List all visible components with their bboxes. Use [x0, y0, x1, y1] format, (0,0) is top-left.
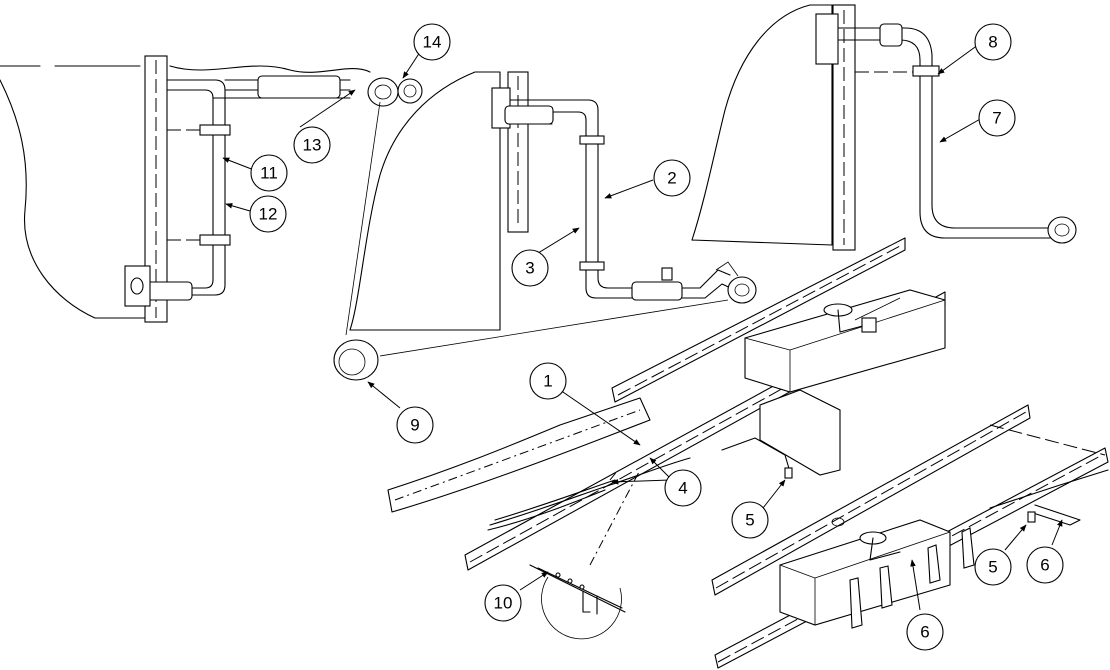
- center-view-outline: [350, 72, 500, 330]
- callout-5-lower: 5: [975, 549, 1011, 585]
- svg-text:8: 8: [988, 33, 997, 52]
- callout-11: 11: [251, 155, 287, 191]
- svg-text:5: 5: [988, 558, 997, 577]
- callout-3: 3: [512, 250, 548, 286]
- pipe-11: [167, 80, 225, 295]
- pipe-12: [167, 90, 213, 288]
- seal-14: [398, 79, 422, 103]
- fuel-sender-5-upper: [785, 468, 792, 478]
- right-hose: [880, 24, 902, 46]
- left-clamp-lower: [200, 235, 230, 245]
- callout-10: 10: [485, 585, 521, 621]
- center-tank-view: [350, 72, 756, 330]
- callout-12: 12: [250, 196, 286, 232]
- fuel-sender-5-lower: [1028, 512, 1035, 522]
- right-tank-view: [692, 5, 1076, 250]
- callout-1: 1: [530, 363, 566, 399]
- svg-text:10: 10: [494, 594, 513, 613]
- callout-14: 14: [414, 24, 450, 60]
- left-view-break-outline: [0, 66, 145, 318]
- center-clamp-lower: [580, 262, 604, 270]
- svg-text:9: 9: [410, 416, 419, 435]
- svg-text:6: 6: [920, 623, 929, 642]
- svg-text:4: 4: [678, 479, 687, 498]
- svg-text:3: 3: [525, 259, 534, 278]
- svg-text:6: 6: [1040, 556, 1049, 575]
- left-hose-upper: [258, 76, 340, 98]
- grommet-13: [368, 78, 398, 106]
- svg-text:1: 1: [543, 372, 552, 391]
- middle-crossmember: [760, 390, 840, 475]
- callout-9: 9: [397, 407, 433, 443]
- svg-text:12: 12: [259, 205, 278, 224]
- callout-5-upper: 5: [732, 502, 768, 538]
- svg-text:5: 5: [745, 511, 754, 530]
- svg-text:11: 11: [260, 164, 278, 183]
- callout-13: 13: [294, 127, 330, 163]
- center-grommet: [728, 277, 756, 303]
- lower-wiring: [990, 470, 1108, 508]
- svg-text:2: 2: [667, 169, 676, 188]
- callout-2: 2: [654, 160, 690, 196]
- left-clamp-upper: [200, 125, 230, 135]
- callout-8: 8: [975, 24, 1011, 60]
- right-grommet: [1048, 217, 1076, 243]
- pipe-7: [838, 28, 1050, 228]
- callout-4: 4: [665, 470, 701, 506]
- detail-10-magnified-view: [530, 470, 640, 639]
- center-hose-lower: [632, 282, 682, 300]
- callout-7: 7: [979, 100, 1015, 136]
- left-tank-view: [0, 56, 422, 322]
- svg-text:7: 7: [992, 109, 1001, 128]
- svg-text:13: 13: [303, 136, 322, 155]
- right-view-outline: [692, 5, 832, 245]
- callout-6-right: 6: [1027, 547, 1063, 583]
- center-clamp-upper: [580, 136, 604, 144]
- right-fitting-block: [816, 14, 838, 64]
- clamp-8: [913, 66, 939, 76]
- center-hose-upper: [505, 106, 553, 124]
- callout-6-bottom: 6: [907, 614, 943, 650]
- svg-text:14: 14: [423, 33, 442, 52]
